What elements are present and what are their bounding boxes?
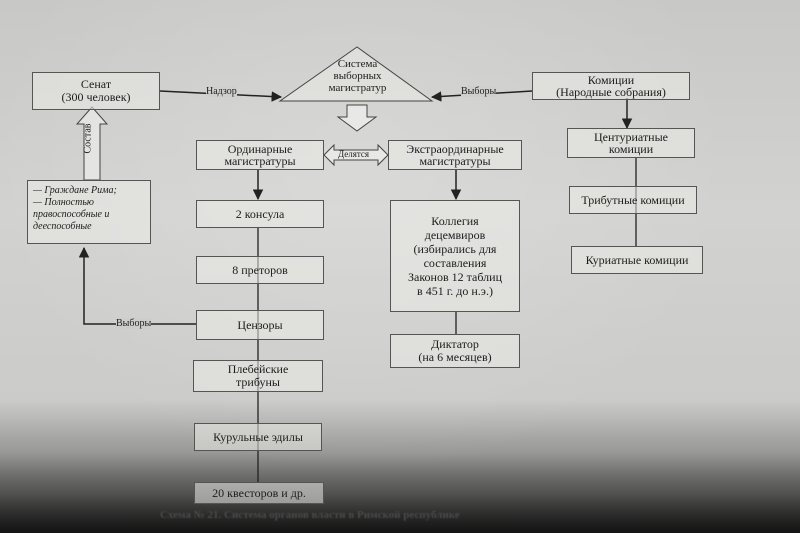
- citizens-line-1: — Граждане Рима;: [33, 185, 117, 196]
- split-label: Делятся: [338, 149, 370, 159]
- aediles-label: Курульные эдилы: [213, 429, 303, 444]
- curule-aediles-box: Курульные эдилы: [194, 423, 322, 451]
- senate-size: (300 человек): [61, 90, 131, 104]
- ordinary-magistracies-box: Ординарные магистратуры: [196, 140, 324, 170]
- comitia-title: Комиции: [587, 73, 635, 87]
- citizens-line-3: правоспособные и: [33, 209, 110, 220]
- centuriate-line-2: комиции: [608, 142, 654, 156]
- praetors-label: 8 преторов: [232, 262, 288, 277]
- tribal-comitia-box: Трибутные комиции: [569, 186, 697, 214]
- triangle-line-1: Система: [337, 58, 378, 70]
- decemvirs-line-3: (избирались для: [413, 242, 497, 256]
- decemvirs-line-2: децемвиров: [424, 228, 486, 242]
- comitia-box: Комиции (Народные собрания): [532, 72, 690, 100]
- centuriate-line-1: Центуриатные: [594, 130, 668, 144]
- citizens-box: — Граждане Рима; — Полностью правоспособ…: [27, 180, 151, 244]
- senate-box: Сенат (300 человек): [32, 72, 160, 110]
- triangle-line-3: магистратур: [328, 82, 387, 94]
- curiate-comitia-box: Куриатные комиции: [571, 246, 703, 274]
- hollow-down-arrow: [336, 104, 378, 132]
- extraordinary-line-1: Экстраординарные: [406, 142, 504, 156]
- censors-elections-arrow: [78, 246, 196, 325]
- decemvirs-line-1: Коллегия: [431, 214, 479, 228]
- ordinary-line-2: магистратуры: [224, 154, 296, 168]
- comitia-elections-label: Выборы: [461, 86, 497, 97]
- quaestors-label: 20 квесторов и др.: [212, 485, 306, 500]
- praetors-box: 8 преторов: [196, 256, 324, 284]
- dictator-box: Диктатор (на 6 месяцев): [390, 334, 520, 368]
- censors-box: Цензоры: [196, 310, 324, 340]
- plebeian-line-2: трибуны: [236, 375, 280, 389]
- dictator-line-2: (на 6 месяцев): [418, 350, 492, 364]
- extraordinary-magistracies-box: Экстраординарные магистратуры: [388, 140, 522, 170]
- citizens-line-2: — Полностью: [33, 197, 94, 208]
- composition-label: Состав: [82, 123, 94, 154]
- decemvirs-line-4: составления: [423, 256, 487, 270]
- extraordinary-line-2: магистратуры: [419, 154, 491, 168]
- centuriate-comitia-box: Центуриатные комиции: [567, 128, 695, 158]
- censors-elections-label: Выборы: [116, 318, 152, 329]
- magistracy-system-triangle: [278, 46, 434, 102]
- plebeian-line-1: Плебейские: [227, 362, 289, 376]
- ordinary-line-1: Ординарные: [227, 142, 293, 156]
- consuls-label: 2 консула: [235, 206, 285, 221]
- magistracy-system-title: Система выборных магистратур: [300, 58, 415, 94]
- consuls-box: 2 консула: [196, 200, 324, 228]
- tribal-comitia-label: Трибутные комиции: [581, 192, 685, 207]
- quaestors-box: 20 квесторов и др.: [194, 482, 324, 504]
- figure-caption: Схема № 21. Система органов власти в Рим…: [160, 509, 460, 521]
- triangle-line-2: выборных: [333, 70, 382, 82]
- dictator-line-1: Диктатор: [431, 337, 479, 351]
- comitia-subtitle: (Народные собрания): [556, 85, 666, 99]
- plebeian-tribunes-box: Плебейские трибуны: [193, 360, 323, 392]
- citizens-line-4: дееспособные: [33, 221, 92, 232]
- decemvirs-line-5: Законов 12 таблиц: [407, 270, 502, 284]
- decemvirs-line-6: в 451 г. до н.э.): [417, 284, 493, 298]
- censors-label: Цензоры: [237, 317, 283, 332]
- supervision-label: Надзор: [206, 86, 237, 97]
- curiate-comitia-label: Куриатные комиции: [585, 252, 689, 267]
- senate-title: Сенат: [80, 77, 112, 91]
- decemvirs-box: Коллегия децемвиров (избирались для сост…: [390, 200, 520, 312]
